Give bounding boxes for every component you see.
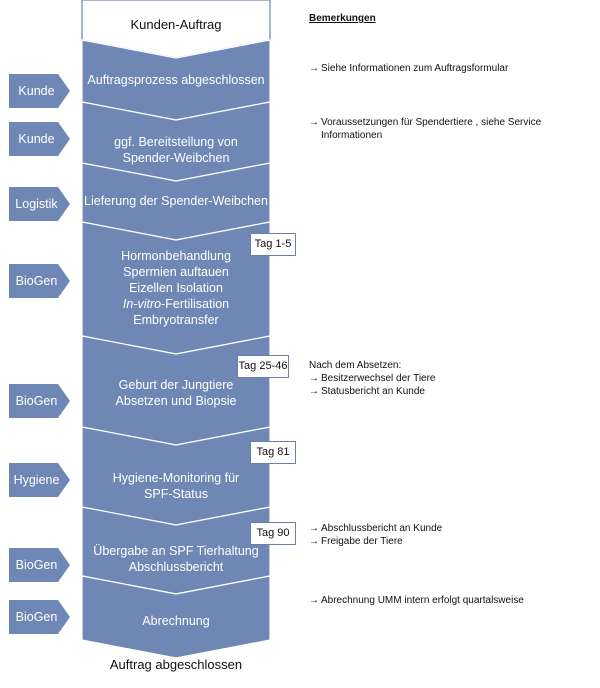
role-shape — [9, 384, 70, 418]
step-line: Eizellen Isolation — [129, 281, 223, 295]
step-line: Abrechnung — [142, 614, 210, 628]
remark-block: →Abrechnung UMM intern erfolgt quartalsw… — [309, 594, 569, 607]
step-line: Spender-Weibchen — [122, 151, 230, 165]
header-title: Kunden-Auftrag — [130, 17, 222, 32]
role-shape — [9, 463, 70, 497]
step-text: Lieferung der Spender-Weibchen — [82, 193, 270, 209]
remark-text: Besitzerwechsel der Tiere — [321, 373, 436, 384]
remark-line: Informationen — [321, 130, 383, 141]
step-text: Abrechnung — [82, 613, 270, 629]
role-shape — [9, 264, 70, 298]
role-label: Logistik — [15, 197, 58, 211]
arrow-right-icon: → — [309, 595, 319, 606]
role-label: BioGen — [15, 274, 58, 288]
role-label: Hygiene — [13, 473, 60, 487]
role-shape — [9, 74, 70, 108]
footer-title: Auftrag abgeschlossen — [109, 657, 243, 672]
day-tag: Tag 25-46 — [237, 355, 289, 378]
step-chevron-overlay — [81, 575, 271, 659]
remark-text: Freigabe der Tiere — [321, 536, 403, 547]
remark-text: Statusbericht an Kunde — [321, 386, 425, 397]
remark-line: →Abschlussbericht an Kunde — [309, 522, 569, 535]
remark-line: →Besitzerwechsel der Tiere — [309, 372, 569, 385]
remark-text: Siehe Informationen zum Auftragsformular — [321, 63, 509, 74]
remark-line: →Statusbericht an Kunde — [309, 385, 569, 398]
remark-text: Abrechnung UMM intern erfolgt quartalswe… — [321, 595, 524, 606]
role-shape — [9, 122, 70, 156]
role-label: BioGen — [15, 610, 58, 624]
step-line: Spermien auftauen — [123, 265, 229, 279]
arrow-right-icon: → — [309, 536, 319, 547]
arrow-right-icon: → — [309, 523, 319, 534]
step-line: Hormonbehandlung — [121, 249, 231, 263]
step-line: Geburt der Jungtiere — [118, 378, 234, 392]
step-line: Übergabe an SPF Tierhaltung — [93, 544, 259, 558]
step-line: Absetzen und Biopsie — [115, 394, 237, 408]
step-line: Auftragsprozess abgeschlossen — [87, 73, 265, 87]
step-line: Embryotransfer — [133, 313, 219, 327]
role-shape — [9, 600, 70, 634]
step-line: Hygiene-Monitoring für — [112, 471, 240, 485]
step-line: In-vitro-Fertilisation — [122, 297, 230, 311]
remark-block: →Abschlussbericht an Kunde→Freigabe der … — [309, 522, 569, 548]
role-label: BioGen — [15, 394, 58, 408]
role-label: BioGen — [15, 558, 58, 572]
remark-line: →Siehe Informationen zum Auftragsformula… — [309, 62, 569, 75]
day-tag: Tag 1-5 — [250, 233, 296, 256]
day-tag: Tag 90 — [250, 522, 296, 545]
role-label: Kunde — [18, 84, 55, 98]
remarks-heading: Bemerkungen — [309, 13, 376, 24]
arrow-right-icon: → — [309, 63, 319, 74]
remark-block: →Siehe Informationen zum Auftragsformula… — [309, 62, 569, 75]
arrow-right-icon: → — [309, 386, 319, 397]
arrow-right-icon: → — [309, 373, 319, 384]
step-line: SPF-Status — [144, 487, 208, 501]
day-tag: Tag 81 — [250, 441, 296, 464]
arrow-right-icon: → — [309, 117, 319, 128]
remark-text: Voraussetzungen für Spendertiere , siehe… — [321, 117, 542, 128]
role-shape — [9, 548, 70, 582]
step-text: Auftragsprozess abgeschlossen — [82, 72, 270, 88]
step-line: Abschlussbericht — [128, 560, 224, 574]
step-line: ggf. Bereitstellung von — [114, 135, 238, 149]
remark-line: →Voraussetzungen für Spendertiere , sieh… — [309, 116, 569, 129]
remark-block: Nach dem Absetzen:→Besitzerwechsel der T… — [309, 359, 569, 398]
remark-text: Abschlussbericht an Kunde — [321, 523, 443, 534]
remark-line: →Abrechnung UMM intern erfolgt quartalsw… — [309, 594, 569, 607]
remark-line: →Freigabe der Tiere — [309, 535, 569, 548]
remark-intro: Nach dem Absetzen: — [309, 360, 402, 371]
role-label: Kunde — [18, 132, 55, 146]
step-line: Lieferung der Spender-Weibchen — [84, 194, 268, 208]
remark-block: →Voraussetzungen für Spendertiere , sieh… — [309, 116, 569, 142]
footer-chevron — [82, 640, 270, 688]
role-shape — [9, 187, 70, 221]
